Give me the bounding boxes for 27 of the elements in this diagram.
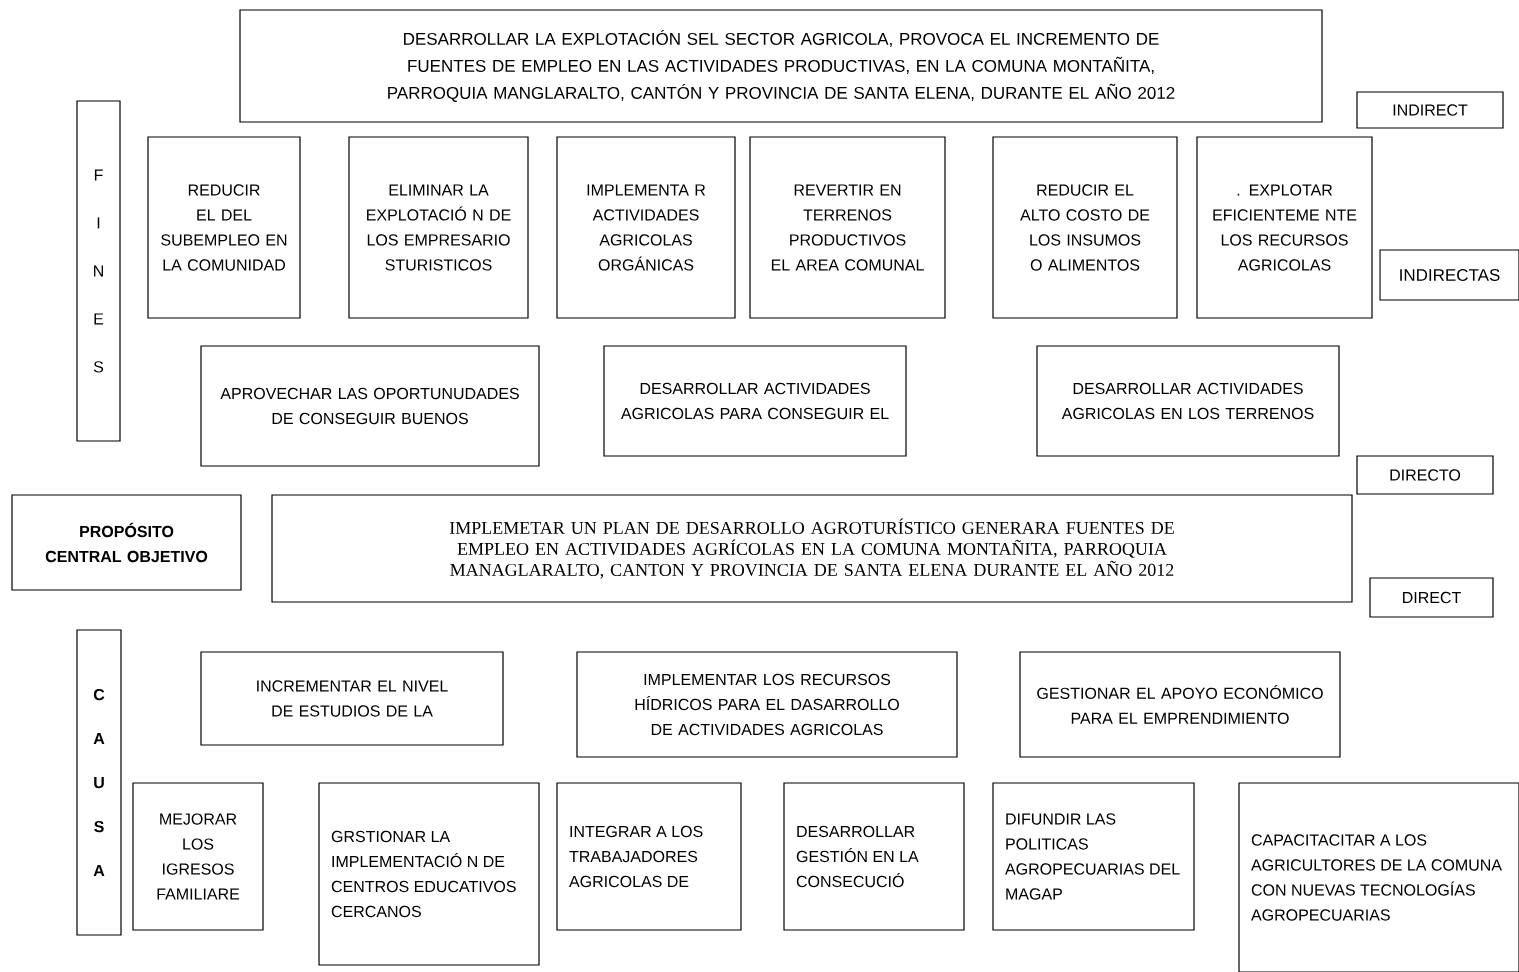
objective-box: IMPLEMENTAR LOS RECURSOS HÍDRICOS PARA EL DASARROLLO DE ACTIVIDADES AGRICOLAS <box>576 651 958 758</box>
objective-box: DESARROLLAR GESTIÓN EN LA CONSECUCIÓ <box>783 782 965 931</box>
purpose-box: IMPLEMETAR UN PLAN DE DESARROLLO AGROTURÍSTICO GENERARA FUENTES DE EMPLEO EN ACTIVIDADES AGRÍCOLAS EN LA COMUNA MONTAÑITA, PARROQUIA MANAGLARALTO, CANTON Y PROVINCIA DE SANTA ELENA DURANTE EL AÑO 2012 <box>271 494 1353 603</box>
objective-box: REDUCIR EL ALTO COSTO DE LOS INSUMOS O ALIMENTOS <box>992 136 1178 319</box>
objective-box: GESTIONAR EL APOYO ECONÓMICO PARA EL EMPRENDIMIENTO <box>1019 651 1341 758</box>
objective-box: INTEGRAR A LOS TRABAJADORES AGRICOLAS DE <box>556 782 742 931</box>
objective-box: INCREMENTAR EL NIVEL DE ESTUDIOS DE LA <box>200 651 504 746</box>
objective-box: DESARROLLAR ACTIVIDADES AGRICOLAS PARA CONSEGUIR EL <box>603 345 907 457</box>
objective-box: ELIMINAR LA EXPLOTACIÓ N DE LOS EMPRESARIO STURISTICOS <box>348 136 529 319</box>
side-label-box: F I N E S <box>76 100 121 442</box>
objective-box: GRSTIONAR LA IMPLEMENTACIÓ N DE CENTROS EDUCATIVOS CERCANOS <box>318 782 540 966</box>
objective-box: DIFUNDIR LAS POLITICAS AGROPECUARIAS DEL MAGAP <box>992 782 1195 931</box>
objective-box: . EXPLOTAR EFICIENTEME NTE LOS RECURSOS AGRICOLAS <box>1196 136 1373 319</box>
side-label-box: C A U S A <box>76 629 122 936</box>
objective-box: REVERTIR EN TERRENOS PRODUCTIVOS EL AREA COMUNAL <box>749 136 946 319</box>
objective-box: DESARROLLAR LA EXPLOTACIÓN SEL SECTOR AGRICOLA, PROVOCA EL INCREMENTO DE FUENTES DE EMPLEO EN LAS ACTIVIDADES PRODUCTIVAS, EN LA COMUNA MONTAÑITA, PARROQUIA MANGLARALTO, CANTÓN Y PROVINCIA DE SANTA ELENA, DURANTE EL AÑO 2012 <box>239 9 1323 123</box>
objective-box: MEJORAR LOS IGRESOS FAMILIARE <box>132 782 264 931</box>
objective-box: DESARROLLAR ACTIVIDADES AGRICOLAS EN LOS TERRENOS <box>1036 345 1340 457</box>
tag-box: DIRECT <box>1369 577 1494 618</box>
objective-box: APROVECHAR LAS OPORTUNUDADES DE CONSEGUIR BUENOS <box>200 345 540 467</box>
tag-box: INDIRECT <box>1356 91 1504 129</box>
objective-box: CAPACITACITAR A LOS AGRICULTORES DE LA COMUNA CON NUEVAS TECNOLOGÍAS AGROPECUARIAS <box>1238 782 1519 972</box>
tag-box: INDIRECTAS <box>1379 249 1519 301</box>
purpose-box: PROPÓSITO CENTRAL OBJETIVO <box>11 494 242 591</box>
objective-box: REDUCIR EL DEL SUBEMPLEO EN LA COMUNIDAD <box>147 136 301 319</box>
objective-box: IMPLEMENTA R ACTIVIDADES AGRICOLAS ORGÁNICAS <box>556 136 736 319</box>
tag-box: DIRECTO <box>1356 455 1494 495</box>
